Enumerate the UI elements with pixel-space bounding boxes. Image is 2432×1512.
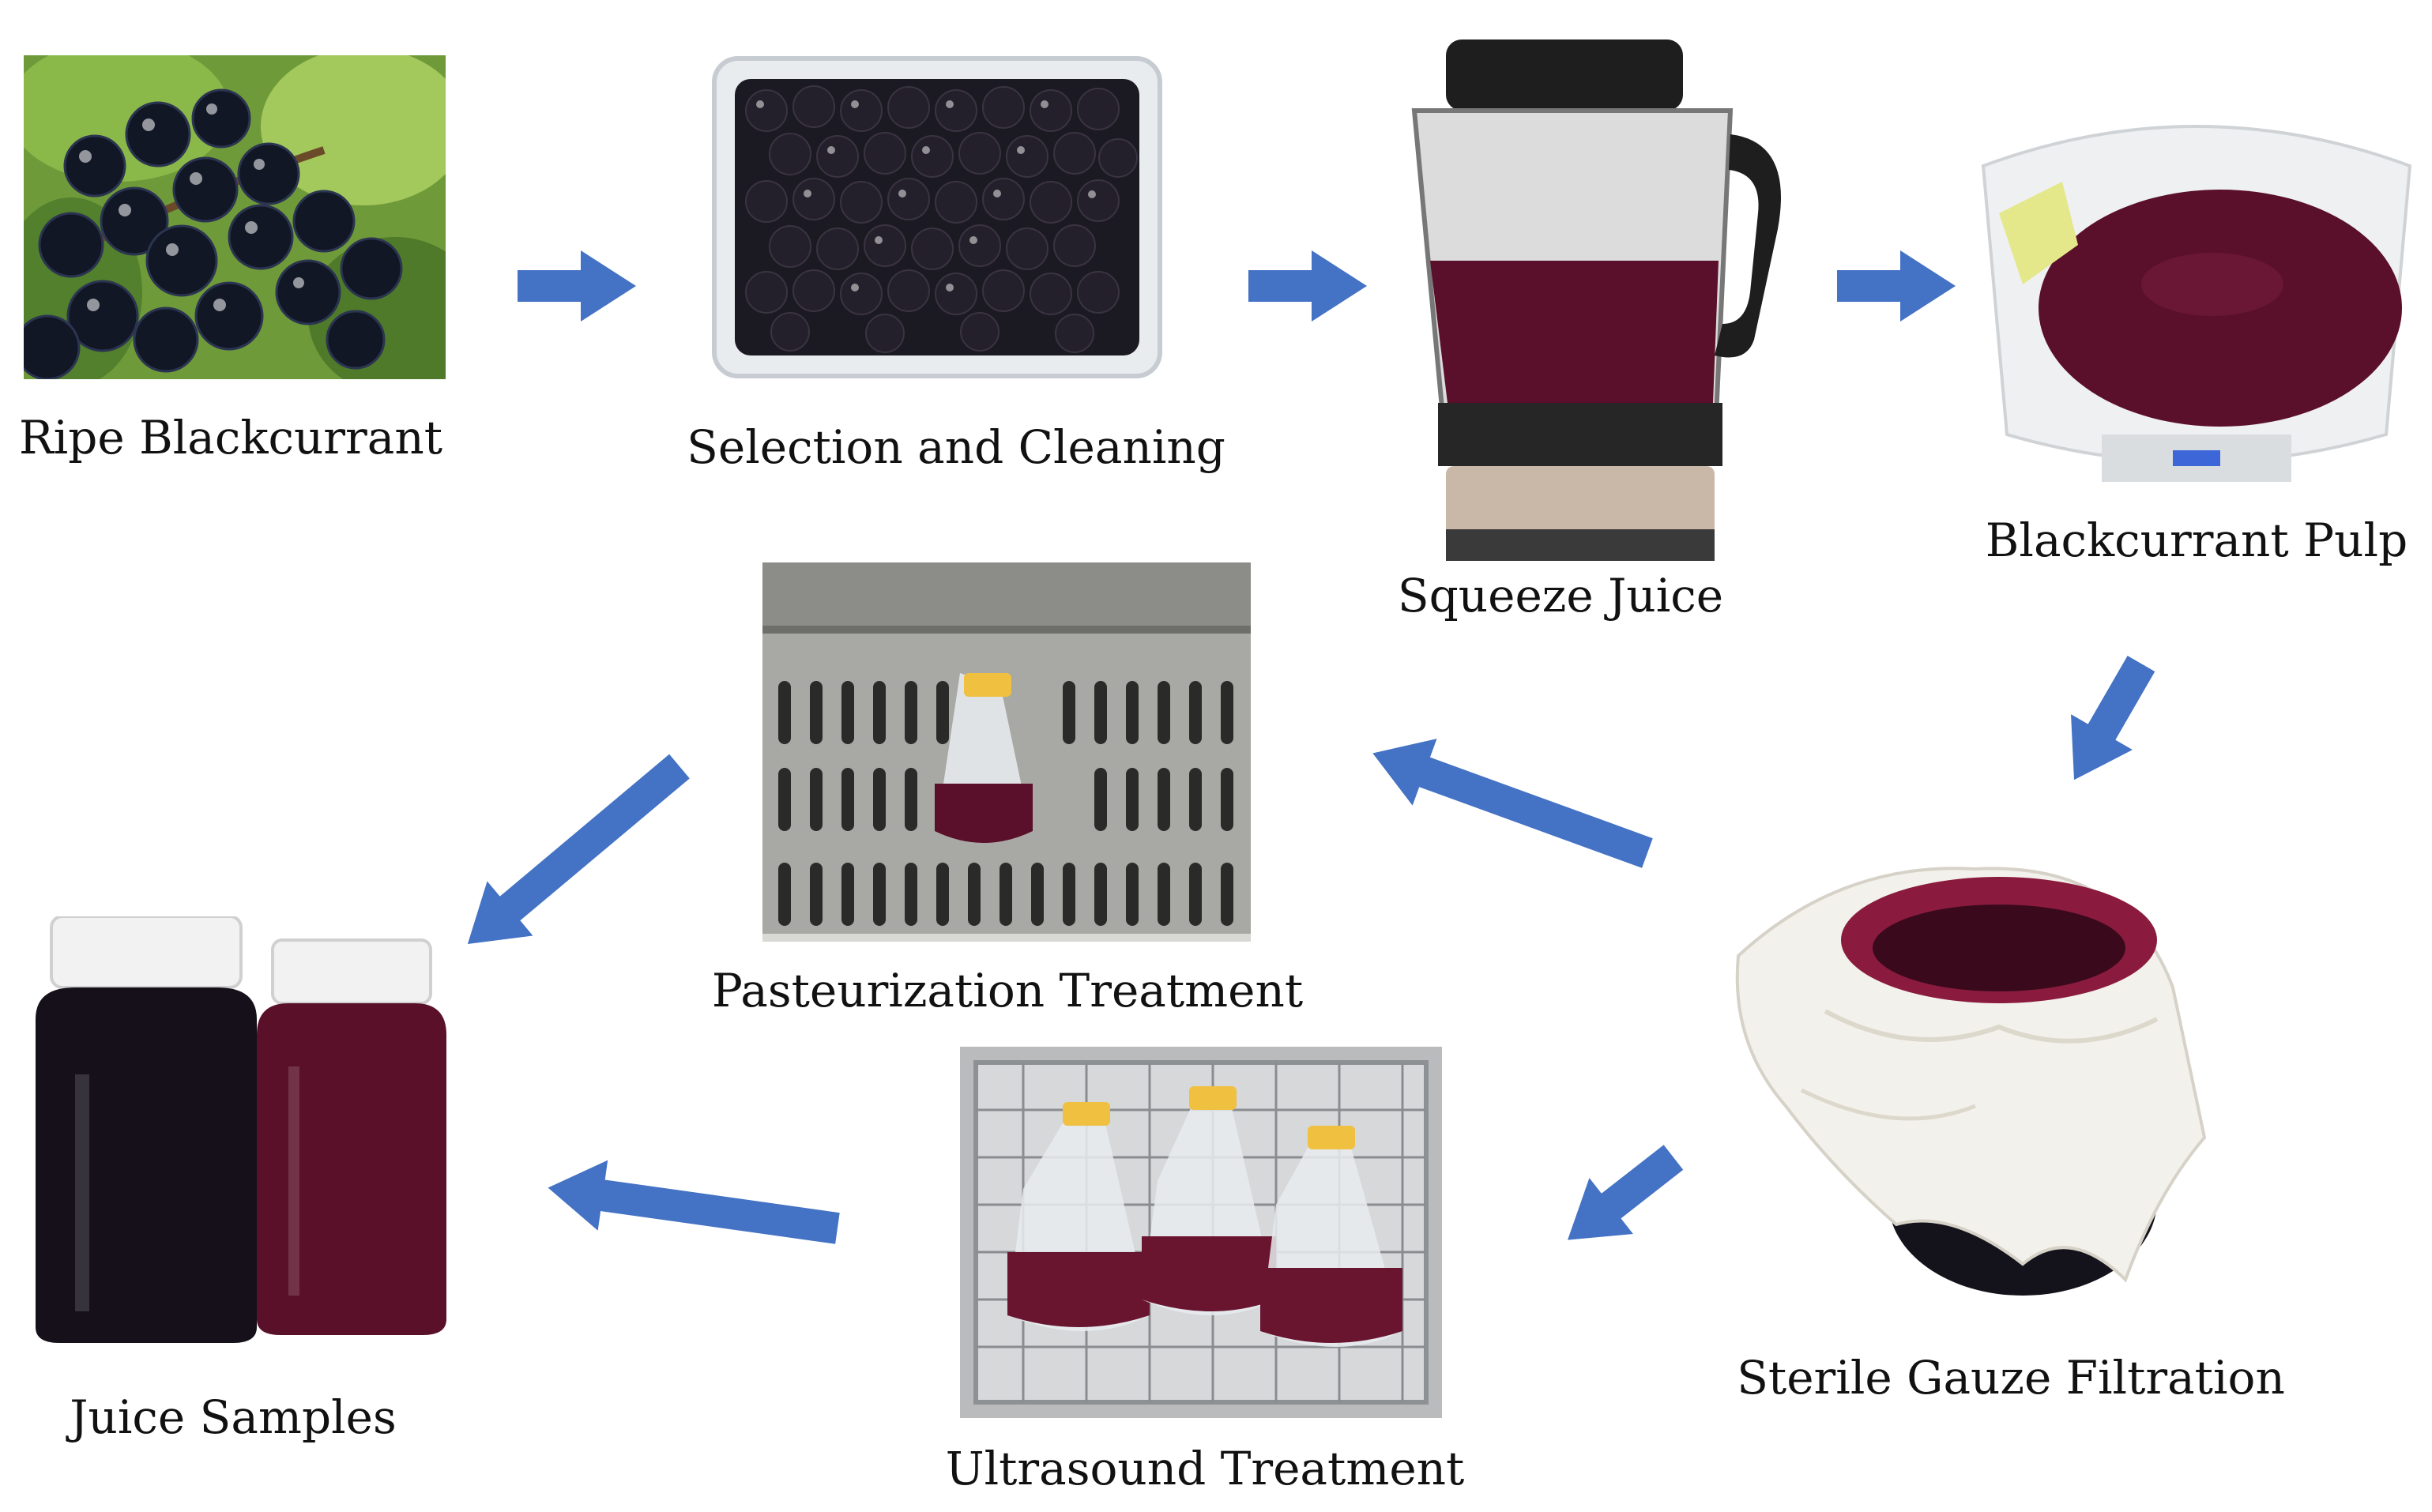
ultrasound-treatment-photo — [960, 1047, 1442, 1418]
step-label-pasteurization: Pasteurization Treatment — [711, 964, 1304, 1017]
flow-arrow-6 — [1545, 1130, 1695, 1269]
flow-arrow-5 — [1361, 720, 1659, 886]
step-label-sterile-gauze: Sterile Gauze Filtration — [1737, 1351, 2285, 1405]
flow-arrow-3 — [1837, 250, 1956, 322]
selection-cleaning-photo — [711, 55, 1163, 379]
flow-arrow-8 — [445, 739, 702, 972]
step-label-selection-cleaning: Selection and Cleaning — [687, 420, 1225, 474]
step-label-blackcurrant-pulp: Blackcurrant Pulp — [1985, 513, 2408, 567]
juice-samples-photo — [28, 916, 454, 1351]
ripe-blackcurrant-photo — [24, 55, 446, 379]
step-label-ultrasound: Ultrasound Treatment — [945, 1442, 1465, 1495]
blackcurrant-pulp-photo — [1975, 118, 2418, 482]
sterile-gauze-photo — [1715, 853, 2220, 1303]
step-label-ripe-blackcurrant: Ripe Blackcurrant — [18, 411, 443, 465]
flow-arrow-4 — [2043, 646, 2172, 798]
flow-arrow-7 — [543, 1153, 842, 1264]
flow-arrow-2 — [1248, 250, 1367, 322]
flow-arrow-1 — [518, 250, 636, 322]
step-label-juice-samples: Juice Samples — [70, 1390, 397, 1444]
step-label-squeeze-juice: Squeeze Juice — [1397, 569, 1724, 622]
squeeze-juice-photo — [1399, 24, 1786, 561]
pasteurization-treatment-photo — [762, 562, 1251, 942]
